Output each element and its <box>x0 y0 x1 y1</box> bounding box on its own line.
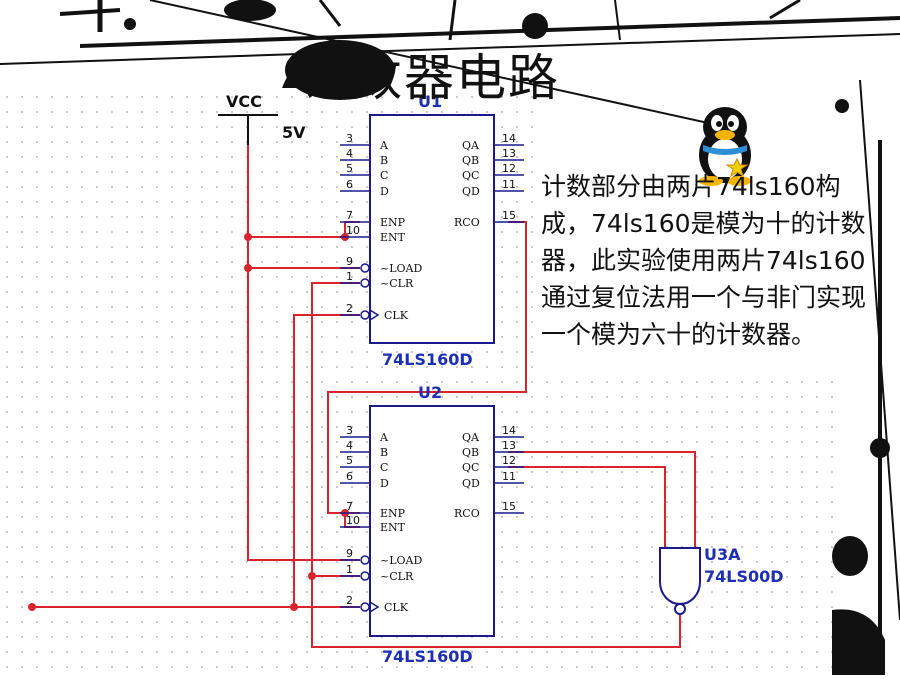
pin-number: 7 <box>346 500 353 513</box>
clock-marker <box>369 601 380 613</box>
slide-description: 计数部分由两片74ls160构成，74ls160是模为十的计数器，此实验使用两片… <box>541 172 867 349</box>
pin-name: ~LOAD <box>380 554 422 567</box>
pin-bubble <box>360 310 370 320</box>
pin-number: 13 <box>502 439 516 452</box>
gate-ref: U3A <box>704 545 741 564</box>
chip-ref: U2 <box>418 383 442 402</box>
pin-number: 5 <box>346 162 353 175</box>
pin-number: 12 <box>502 454 516 467</box>
pin-name: D <box>380 477 389 490</box>
pin-number: 2 <box>346 302 353 315</box>
pin-number: 15 <box>502 500 516 513</box>
penguin-icon <box>699 107 751 186</box>
chip-part: 74LS160D <box>382 350 473 369</box>
pin-number: 15 <box>502 209 516 222</box>
pin-name: CLK <box>384 601 409 614</box>
pin-name: QB <box>462 154 479 167</box>
pin-name: A <box>379 139 389 152</box>
wire-clr-bus <box>311 282 681 648</box>
pin-name: QD <box>462 185 480 198</box>
pin-number: 5 <box>346 454 353 467</box>
schematic-grid-right <box>538 380 838 675</box>
pin-number: 6 <box>346 178 353 191</box>
vcc-symbol: VCC 5V <box>218 92 306 145</box>
pin-number: 2 <box>346 594 353 607</box>
pin-number: 12 <box>502 162 516 175</box>
pin-number: 1 <box>346 270 353 283</box>
pin-number: 7 <box>346 209 353 222</box>
junctions <box>28 233 349 611</box>
pin-number: 3 <box>346 424 353 437</box>
pin-number: 14 <box>502 424 516 437</box>
pin-number: 11 <box>502 470 516 483</box>
nand-gate: U3A 74LS00D <box>659 545 784 615</box>
pin-number: 13 <box>502 147 516 160</box>
pin-bubble <box>360 555 370 565</box>
pin-name: ENT <box>380 231 406 244</box>
pin-number: 14 <box>502 132 516 145</box>
vcc-label: VCC <box>226 92 262 111</box>
pin-name: RCO <box>454 216 480 229</box>
pin-name: ENP <box>380 507 406 520</box>
pin-name: ENT <box>380 521 406 534</box>
chip-ref: U1 <box>418 92 442 111</box>
chip-body <box>369 114 495 344</box>
pin-number: 3 <box>346 132 353 145</box>
wire-qc-u2 <box>508 466 666 548</box>
pin-number: 9 <box>346 547 353 560</box>
pin-name: D <box>380 185 389 198</box>
pin-number: 1 <box>346 563 353 576</box>
clock-marker <box>369 309 380 321</box>
pin-name: A <box>379 431 389 444</box>
pin-name: C <box>380 169 388 182</box>
wire-qb-u2 <box>508 451 696 548</box>
pin-name: QD <box>462 477 480 490</box>
pin-name: ENP <box>380 216 406 229</box>
wire-clock-u1 <box>293 314 360 607</box>
pin-number: 11 <box>502 178 516 191</box>
chip-body <box>369 405 495 637</box>
pin-bubble <box>360 602 370 612</box>
nand-gate-body <box>659 547 701 605</box>
pin-number: 4 <box>346 439 353 452</box>
chips: U174LS160D3A4B5C6D7ENP10ENT9~LOAD1~CLR2C… <box>340 92 524 666</box>
pin-name: QB <box>462 446 479 459</box>
wire-vcc-bus <box>247 145 360 561</box>
pin-name: QC <box>462 169 479 182</box>
pin-number: 10 <box>346 514 360 527</box>
pin-number: 4 <box>346 147 353 160</box>
pin-name: B <box>380 154 388 167</box>
pin-name: ~CLR <box>380 277 414 290</box>
chip-part: 74LS160D <box>382 647 473 666</box>
pin-name: QC <box>462 461 479 474</box>
vcc-value: 5V <box>282 123 306 142</box>
pin-name: QA <box>462 139 480 152</box>
nand-output-bubble <box>674 603 686 615</box>
gate-part: 74LS00D <box>704 567 784 586</box>
slide-title: 计数器电路 <box>300 49 560 107</box>
pin-number: 6 <box>346 470 353 483</box>
pin-name: ~CLR <box>380 570 414 583</box>
pin-bubble <box>360 278 370 288</box>
pin-name: QA <box>462 431 480 444</box>
pin-name: ~LOAD <box>380 262 422 275</box>
pin-name: RCO <box>454 507 480 520</box>
pin-number: 10 <box>346 224 360 237</box>
pin-number: 9 <box>346 255 353 268</box>
pin-bubble <box>360 263 370 273</box>
pin-bubble <box>360 571 370 581</box>
pin-name: B <box>380 446 388 459</box>
pin-name: C <box>380 461 388 474</box>
pin-name: CLK <box>384 309 409 322</box>
